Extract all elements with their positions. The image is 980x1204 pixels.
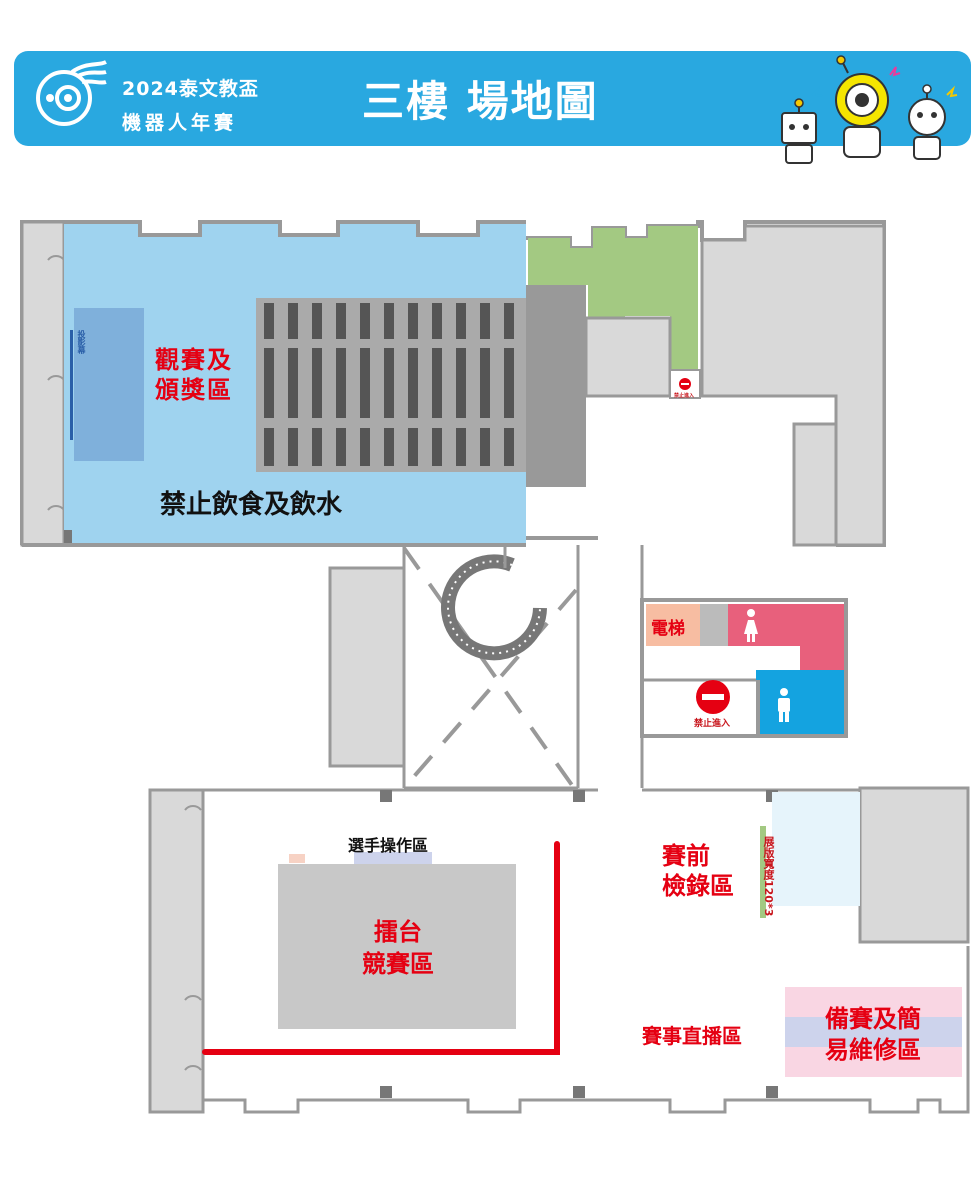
no-entry-icon [679,378,730,714]
operator-area-label: 選手操作區 [348,836,429,855]
green-room [528,226,698,370]
repair-label-2: 易維修區 [825,1036,921,1064]
event-name-line2: 機器人年賽 [122,112,238,134]
no-food-label: 禁止飲食及飲水 [160,490,343,520]
male-restroom-icon [778,688,790,722]
livestream-label: 賽事直播區 [642,1024,742,1048]
arena [278,864,516,1029]
operator-zone [354,852,432,864]
male-restroom [756,670,844,734]
no-entry-label: 禁止進入 [694,719,731,729]
display-board-label: 展版寬度120*3 [762,836,775,917]
wall-left-top [20,220,66,547]
arena-label-1: 擂台 [374,918,422,946]
viewing-zone-label-2: 頒獎區 [155,376,233,404]
wall-left-bottom [148,788,205,1114]
precheck-pale [772,792,860,906]
precheck-label-2: 檢錄區 [662,872,734,900]
projector-area [74,308,144,461]
stage-block [526,285,586,487]
page-title: 三樓 場地圖 [362,77,599,126]
precheck-label-1: 賽前 [662,842,710,870]
projector-label: 投影幕 [77,330,86,354]
viewing-zone-label-1: 觀賽及 [155,346,233,374]
repair-label-1: 備賽及簡 [825,1005,921,1033]
no-entry-small-label: 禁止進入 [674,393,695,399]
event-name-line1: 2024泰文教盃 [122,78,259,100]
logo-gear-icon [36,60,107,126]
red-barrier [202,841,560,1055]
elevator [646,604,700,646]
robot-mascots-icon [781,55,958,164]
arena-label-2: 競賽區 [362,950,434,978]
elevator-label: 電梯 [651,619,685,639]
female-restroom-icon [738,606,764,644]
